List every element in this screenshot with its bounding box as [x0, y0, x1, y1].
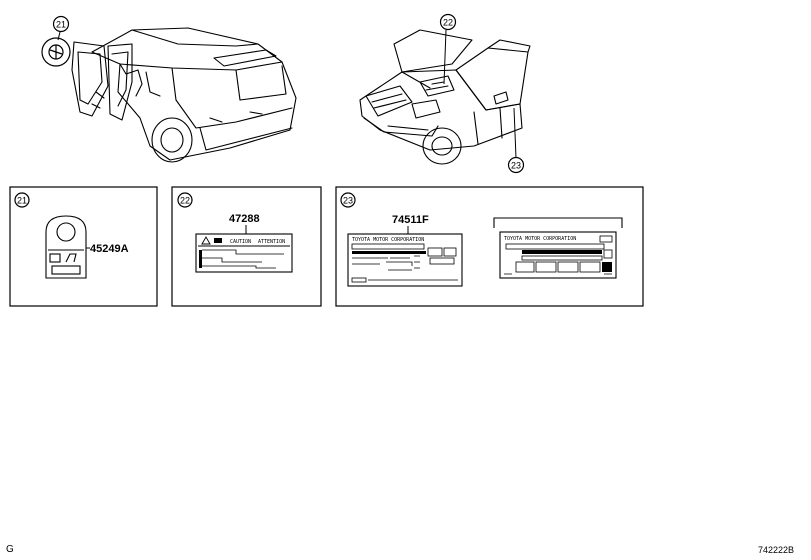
panel-22: 22 47288 CAUTION ATTENTION: [171, 186, 322, 307]
panel-23: 23 74511F TOYOTA MOTOR CORPORATION TOYOT…: [335, 186, 644, 307]
attention-text: ATTENTION: [258, 239, 285, 245]
svg-text:23: 23: [343, 196, 353, 206]
vehicle-rear-view: [71, 27, 297, 163]
caution-text: CAUTION: [230, 239, 251, 245]
callout-22-top: 22: [439, 13, 457, 31]
vehicle-id-plate-right: TOYOTA MOTOR CORPORATION: [499, 231, 617, 279]
svg-text:21: 21: [56, 20, 66, 30]
steering-wheel-icon: [41, 37, 71, 67]
caution-label: CAUTION ATTENTION: [195, 233, 293, 273]
leader-line-21: [57, 31, 61, 41]
panel-21: 21 45249A: [9, 186, 158, 307]
svg-text:22: 22: [180, 196, 190, 206]
part-number-74511f: 74511F: [392, 214, 429, 226]
part-number-45249a: 45249A: [90, 243, 129, 255]
maker-text-right: TOYOTA MOTOR CORPORATION: [504, 236, 576, 242]
maker-text-left: TOYOTA MOTOR CORPORATION: [352, 237, 424, 243]
vehicle-id-plate-left: TOYOTA MOTOR CORPORATION: [347, 233, 463, 287]
part-number-47288: 47288: [229, 213, 260, 225]
leader-line-22: [443, 29, 447, 85]
svg-text:21: 21: [17, 196, 27, 206]
svg-text:22: 22: [443, 18, 453, 28]
leader-line-23: [513, 107, 517, 159]
drawing-number: 742222B: [758, 545, 795, 555]
vehicle-front-view: [359, 29, 531, 165]
callout-23-top: 23: [507, 156, 525, 174]
corner-label-left: G: [6, 544, 14, 555]
bracket-right: [493, 217, 623, 228]
svg-text:23: 23: [511, 161, 521, 171]
hang-tag-label: [45, 215, 87, 279]
callout-21-top: 21: [52, 15, 70, 33]
